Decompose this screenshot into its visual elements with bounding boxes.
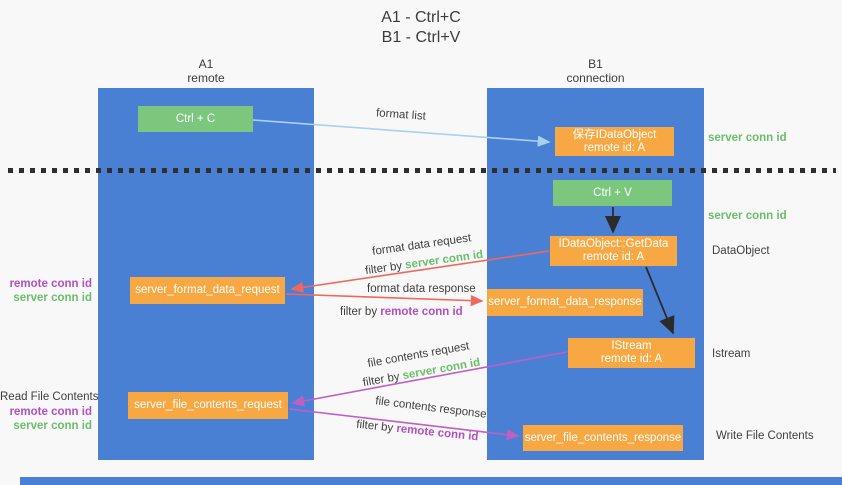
label-filter-by-remote-conn-id-1: filter by remote conn id — [340, 306, 463, 318]
node-istream-line2: remote id: A — [600, 353, 663, 365]
left-label-server-conn-id-1: server conn id — [13, 292, 92, 304]
copy-paste-separator-line — [8, 168, 836, 173]
node-file-request-label: server_file_contents_request — [134, 399, 282, 411]
node-istream-line1: IStream — [611, 340, 652, 352]
right-label-dataobject: DataObject — [712, 245, 770, 257]
right-label-write-file-contents: Write File Contents — [716, 430, 814, 442]
node-server-format-data-response: server_format_data_response — [487, 289, 643, 316]
lane-a1-subtitle: remote — [187, 71, 225, 85]
node-ctrl-c-label: Ctrl + C — [175, 112, 216, 125]
node-ctrl-v: Ctrl + V — [553, 180, 672, 206]
left-label-server-conn-id-2: server conn id — [13, 420, 92, 432]
node-file-response-label: server_file_contents_response — [524, 431, 682, 444]
right-label-server-conn-id-1: server conn id — [708, 132, 787, 144]
lane-header-b1: B1 connection — [487, 57, 704, 85]
node-getdata-line1: IDataObject::GetData — [558, 238, 669, 250]
title-line-1: A1 - Ctrl+C — [381, 9, 461, 26]
node-ctrl-v-label: Ctrl + V — [593, 186, 632, 199]
lane-a1-title: A1 — [198, 57, 214, 71]
node-save-idataobject-line1: 保存IDataObject — [572, 128, 657, 141]
node-server-file-contents-response: server_file_contents_response — [523, 425, 683, 451]
label-filter-by-remote-conn-id-2: filter by remote conn id — [356, 419, 479, 444]
filter-by-text: filter by — [361, 370, 404, 390]
node-idataobject-getdata: IDataObject::GetData remote id: A — [550, 236, 677, 266]
node-server-file-contents-request: server_file_contents_request — [128, 392, 288, 419]
page-title: A1 - Ctrl+C B1 - Ctrl+V — [0, 8, 842, 48]
filter-by-text: filter by — [355, 418, 398, 435]
left-label-read-file-contents: Read File Contents — [0, 391, 99, 403]
node-save-idataobject-line2: remote id: A — [583, 141, 646, 154]
filter-by-text: filter by — [340, 306, 381, 318]
left-label-remote-conn-id-2: remote conn id — [9, 406, 92, 418]
label-format-data-response: format data response — [367, 283, 476, 295]
node-format-request-label: server_format_data_request — [135, 284, 280, 296]
remote-conn-id-text: remote conn id — [380, 306, 463, 318]
lane-b1-subtitle: connection — [566, 71, 625, 85]
right-label-istream: Istream — [712, 348, 751, 360]
node-format-response-label: server_format_data_response — [488, 296, 642, 308]
remote-conn-id-text: remote conn id — [395, 422, 479, 444]
node-save-idataobject: 保存IDataObject remote id: A — [555, 127, 674, 156]
filter-by-text: filter by — [364, 259, 407, 278]
horizontal-scrollbar[interactable] — [20, 477, 842, 485]
node-istream: IStream remote id: A — [568, 338, 695, 368]
node-server-format-data-request: server_format_data_request — [130, 277, 285, 304]
right-label-server-conn-id-2: server conn id — [708, 210, 787, 222]
label-format-list: format list — [375, 107, 427, 123]
lane-header-a1: A1 remote — [98, 57, 314, 85]
lane-b1-title: B1 — [588, 57, 603, 71]
label-file-contents-response: file contents response — [374, 395, 488, 421]
arrow-format-data-response — [285, 293, 484, 307]
left-label-remote-conn-id-1: remote conn id — [9, 278, 92, 290]
label-file-contents-request: file contents request filter by server c… — [353, 335, 487, 393]
node-getdata-line2: remote id: A — [582, 251, 645, 263]
label-format-data-request: format data request filter by server con… — [356, 227, 490, 281]
node-ctrl-c: Ctrl + C — [138, 106, 253, 132]
title-line-2: B1 - Ctrl+V — [381, 29, 461, 46]
